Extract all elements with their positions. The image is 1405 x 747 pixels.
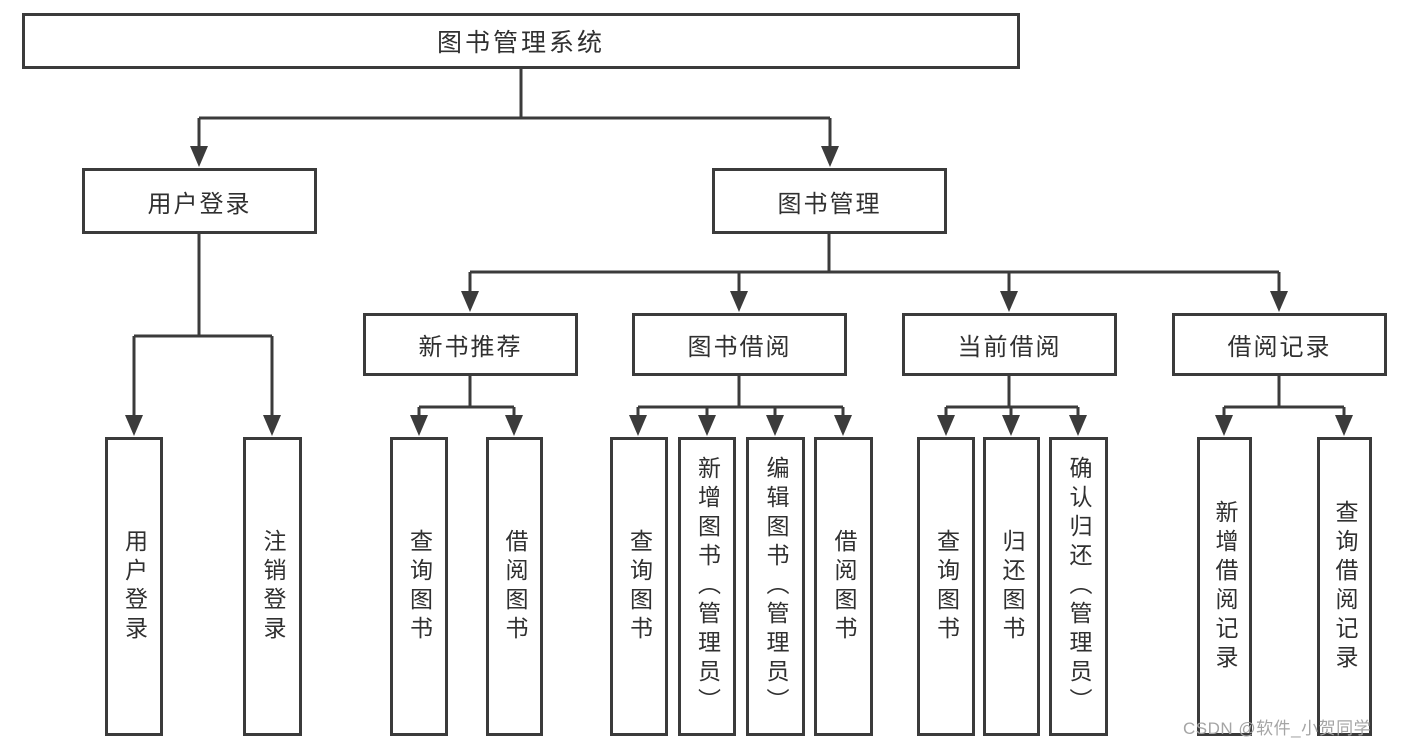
node-label: 当前借阅 xyxy=(957,334,1062,361)
leaf-add-book-admin: 新增图书（管理员） xyxy=(678,437,736,736)
leaf-add-borrow-record: 新增借阅记录 xyxy=(1197,437,1252,736)
node-label: 查询图书 xyxy=(626,528,653,645)
node-user-login: 用户登录 xyxy=(82,168,317,234)
node-label: 图书管理 xyxy=(777,190,882,218)
node-label: 新书推荐 xyxy=(418,334,523,361)
node-label: 借阅图书 xyxy=(502,528,528,645)
node-label: 查询图书 xyxy=(933,528,960,645)
node-label: 编辑图书（管理员） xyxy=(763,456,789,717)
leaf-query-borrow-record: 查询借阅记录 xyxy=(1317,437,1372,736)
node-label: 借阅记录 xyxy=(1227,334,1332,361)
leaf-borrow-books: 借阅图书 xyxy=(814,437,873,736)
node-label: 图书借阅 xyxy=(687,334,792,361)
node-label: 确认归还（管理员） xyxy=(1066,456,1092,717)
arrowheads xyxy=(125,146,1353,436)
watermark: CSDN @软件_小贺同学 xyxy=(1183,719,1372,738)
node-label: 查询借阅记录 xyxy=(1332,499,1358,674)
node-borrow-records: 借阅记录 xyxy=(1172,313,1387,376)
node-label: 新增图书（管理员） xyxy=(694,456,721,717)
node-label: 查询图书 xyxy=(406,528,433,645)
connector-path xyxy=(132,68,1346,419)
node-label: 用户登录 xyxy=(147,190,252,218)
leaf-query-books-recommend: 查询图书 xyxy=(390,437,448,736)
node-label: 新增借阅记录 xyxy=(1212,499,1238,674)
node-label: 注销登录 xyxy=(260,528,286,645)
node-label: 借阅图书 xyxy=(831,528,857,645)
node-label: 图书管理系统 xyxy=(436,29,605,57)
node-book-borrow: 图书借阅 xyxy=(632,313,847,376)
leaf-query-books-borrow: 查询图书 xyxy=(610,437,668,736)
node-label: 用户登录 xyxy=(121,528,148,645)
leaf-confirm-return-admin: 确认归还（管理员） xyxy=(1049,437,1108,736)
node-label: 归还图书 xyxy=(999,528,1025,645)
leaf-logout: 注销登录 xyxy=(243,437,302,736)
node-book-management: 图书管理 xyxy=(712,168,947,234)
leaf-return-book: 归还图书 xyxy=(983,437,1040,736)
leaf-borrow-books-recommend: 借阅图书 xyxy=(486,437,543,736)
node-current-borrow: 当前借阅 xyxy=(902,313,1117,376)
leaf-edit-book-admin: 编辑图书（管理员） xyxy=(746,437,805,736)
node-new-book-recommend: 新书推荐 xyxy=(363,313,578,376)
leaf-user-login: 用户登录 xyxy=(105,437,163,736)
node-root: 图书管理系统 xyxy=(22,13,1020,69)
leaf-query-books-current: 查询图书 xyxy=(917,437,975,736)
